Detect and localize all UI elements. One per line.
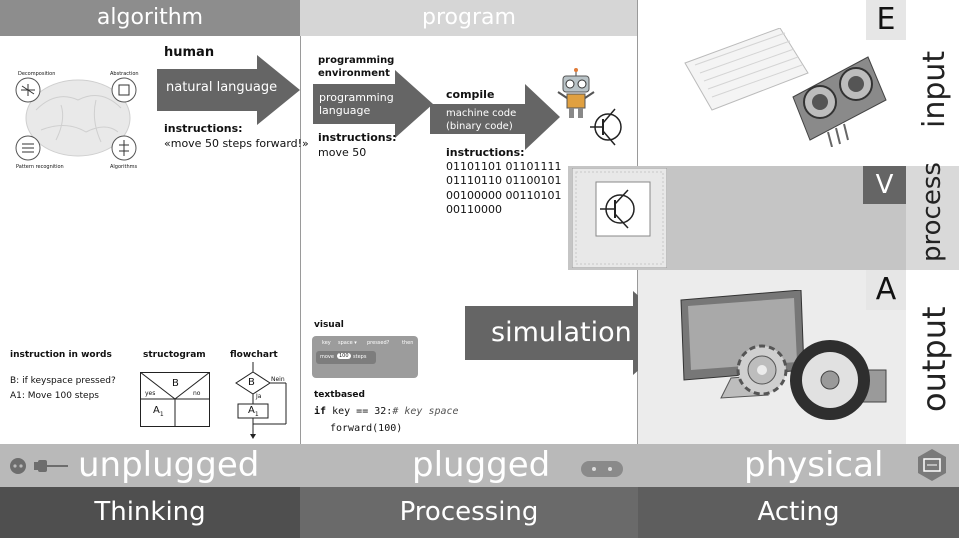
algorithm-instructions-label: instructions: (164, 122, 243, 135)
code-eq: == (356, 406, 369, 417)
code-comment: # key space (392, 406, 459, 417)
brain-illustration (15, 77, 137, 161)
letter-a: A (866, 270, 906, 310)
human-label: human (164, 45, 215, 60)
structogram-b: B (172, 378, 179, 389)
programming-language-label-2: language (319, 104, 371, 117)
plug-icon (10, 458, 68, 474)
flowchart-b: B (248, 377, 255, 388)
binary-line-4: 00110000 (446, 203, 502, 216)
transistor-symbol (590, 108, 622, 146)
block-if-key: key (322, 340, 331, 346)
structogram-title: structogram (143, 350, 206, 360)
letter-v: V (875, 170, 894, 200)
robot-icon (557, 68, 595, 118)
visual-title: visual (314, 320, 344, 330)
flowchart-nein: Nein (271, 376, 285, 383)
code-line-1: if key == 32:# key space (314, 406, 459, 417)
code-key: key (332, 406, 351, 417)
process-letter-box (863, 166, 906, 204)
ultrasonic-sensor-illustration (792, 56, 887, 147)
binary-instructions-label: instructions: (446, 146, 525, 159)
socket-icon (581, 461, 623, 477)
footer-thinking: Thinking (0, 487, 300, 538)
structogram-yes: yes (145, 390, 156, 397)
binary-line-2: 01110110 01100101 (446, 174, 562, 187)
code-colon: : (386, 406, 393, 417)
wheel-illustration (790, 340, 887, 420)
code-arg: (100) (372, 423, 403, 434)
gear-illustration (736, 344, 788, 396)
keyboard-illustration (684, 28, 809, 111)
block-move: move (320, 354, 334, 360)
divider-left (300, 36, 301, 444)
algorithm-instructions-text: «move 50 steps forward!» (164, 137, 309, 150)
input-label: input (917, 50, 952, 128)
flowchart-a-sub: 1 (254, 411, 259, 418)
simulation-arrow (465, 291, 681, 375)
brain-label-pattern: Pattern recognition (16, 164, 64, 170)
block-if-pressed: pressed? (367, 340, 390, 346)
process-side-bar (906, 166, 959, 270)
footer-processing: Processing (300, 487, 638, 538)
natural-language-arrow (157, 55, 300, 125)
structogram-diagram (140, 372, 210, 427)
letter-e: E (866, 0, 906, 40)
brain-label-abstraction: Abstraction (110, 71, 139, 77)
instruction-words-line2: A1: Move 100 steps (10, 391, 99, 401)
structogram-a-letter: A (153, 405, 160, 416)
programming-environment-label-2: environment (318, 68, 390, 79)
structogram-a: A1 (153, 405, 164, 418)
block-if-space: space ▾ (338, 340, 357, 346)
binary-line-1: 01101101 01101111 (446, 160, 562, 173)
brain-label-algorithms: Algorithms (110, 164, 138, 170)
flowchart-a-letter: A (248, 405, 255, 416)
process-label: process (917, 162, 947, 262)
machine-code-arrow (430, 84, 560, 150)
natural-language-label: natural language (166, 80, 278, 95)
instruction-words-title: instruction in words (10, 350, 112, 360)
programming-language-arrow (313, 70, 433, 138)
brain-label-decomposition: Decomposition (18, 71, 56, 77)
program-instructions-label: instructions: (318, 131, 397, 144)
output-side-bar (906, 270, 959, 444)
cpu-chip-illustration (572, 168, 667, 268)
programming-language-label-1: programming (319, 91, 394, 104)
band-physical: physical (744, 445, 884, 485)
input-side-bar (906, 0, 959, 166)
code-if: if (314, 406, 327, 417)
flowchart-title: flowchart (230, 350, 278, 360)
code-line-2: forward(100) (330, 423, 402, 434)
simulation-label: simulation (491, 317, 632, 348)
flowchart-a: A1 (248, 405, 259, 418)
flowchart-ja: Ja (256, 393, 262, 400)
programming-environment-label-1: programming (318, 55, 395, 66)
program-header: program (300, 0, 638, 36)
block-if-then: then (402, 340, 414, 346)
flowchart-diagram (235, 362, 287, 439)
code-num: 32 (374, 406, 387, 417)
structogram-no: no (193, 390, 201, 397)
textbased-title: textbased (314, 390, 365, 400)
program-instructions-text: move 50 (318, 146, 367, 159)
band-background (0, 444, 959, 487)
structogram-a-sub: 1 (159, 411, 164, 418)
machine-code-label-1: machine code (446, 108, 517, 119)
hexagon-board-icon (918, 449, 946, 481)
algorithm-header: algorithm (0, 0, 300, 36)
compile-label: compile (446, 88, 495, 101)
band-unplugged: unplugged (78, 445, 260, 485)
code-forward: forward (330, 423, 373, 434)
block-num: 100 (337, 353, 351, 359)
machine-code-label-2: (binary code) (446, 121, 513, 132)
band-plugged: plugged (412, 445, 551, 485)
block-steps: steps (353, 354, 367, 360)
footer-acting: Acting (638, 487, 959, 538)
output-label: output (915, 306, 953, 412)
binary-line-3: 00100000 00110101 (446, 189, 562, 202)
instruction-words-line1: B: if keyspace pressed? (10, 376, 116, 386)
